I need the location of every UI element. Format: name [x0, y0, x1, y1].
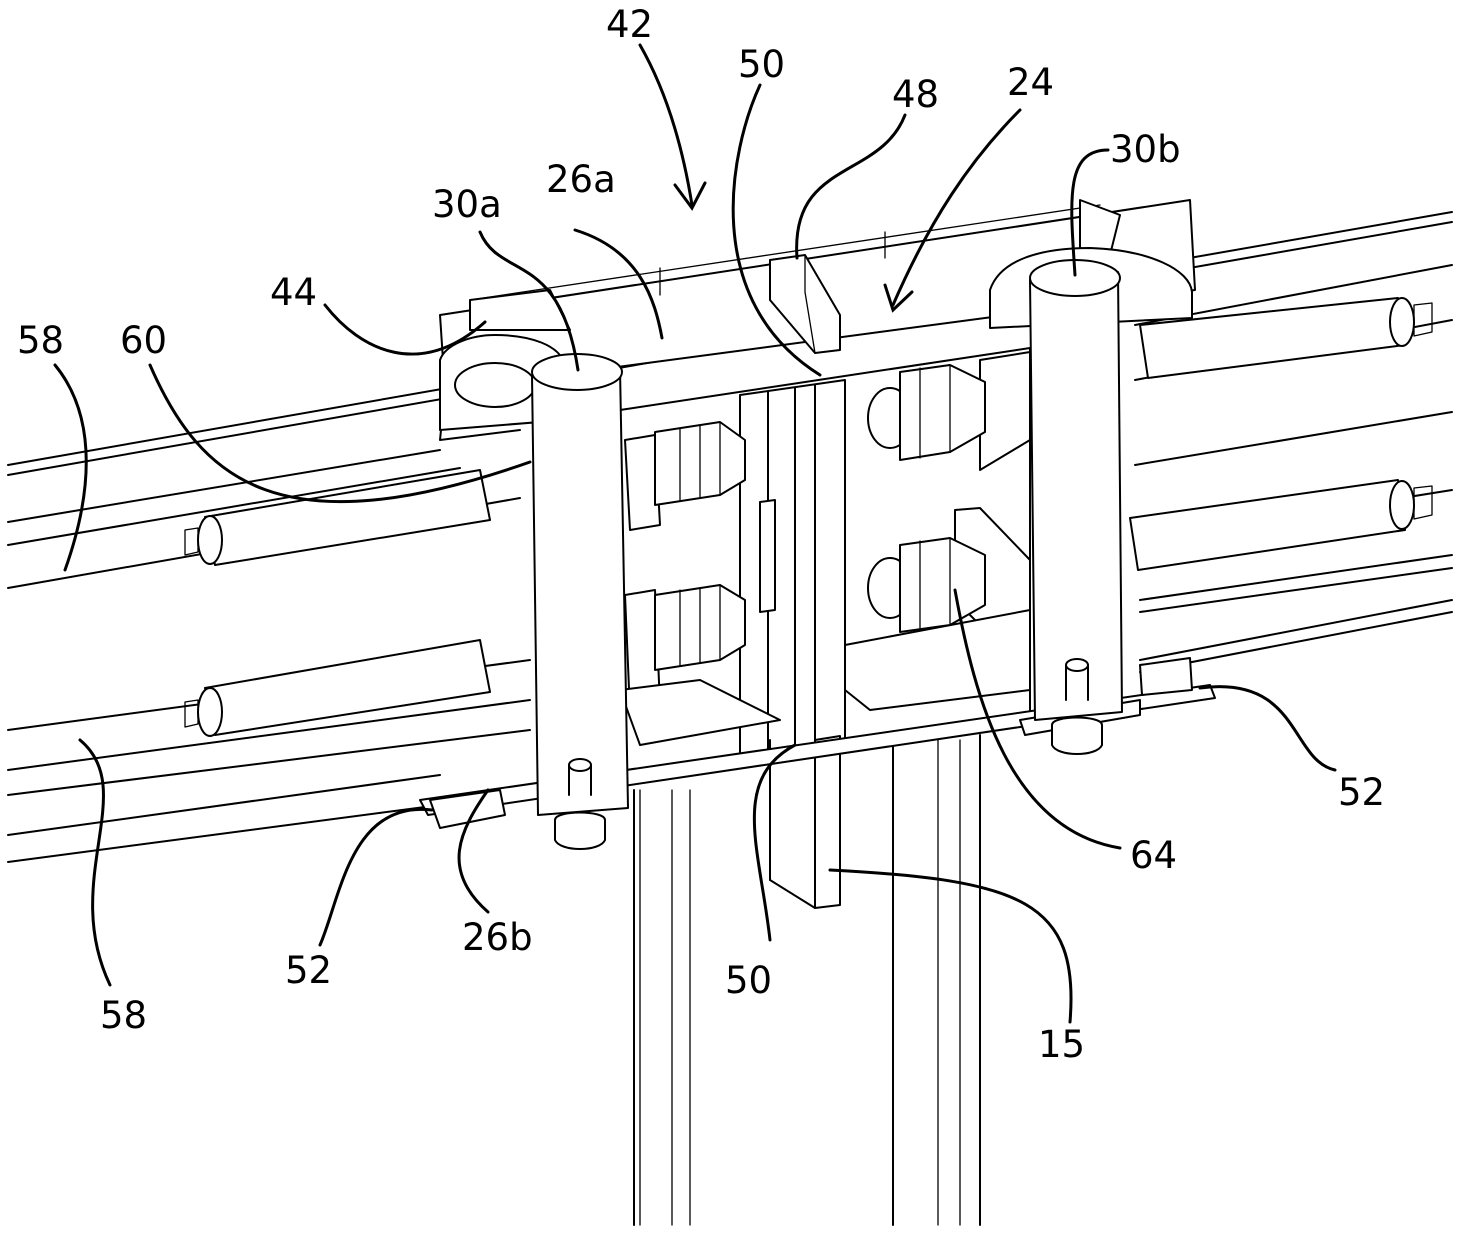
- block-48: [769, 254, 841, 354]
- arrow-42-head: [673, 181, 707, 211]
- leader-50-top: [731, 83, 822, 377]
- leader-30a: [478, 230, 580, 372]
- bolt-upper-left: [654, 421, 746, 506]
- label-44: 44: [270, 271, 317, 314]
- label-48: 48: [892, 73, 939, 116]
- leader-42: [638, 43, 694, 207]
- leader-15: [828, 868, 1073, 1024]
- label-50-bottom: 50: [725, 959, 772, 1002]
- leader-26a: [573, 228, 664, 340]
- roller-upper-right: [1139, 297, 1433, 379]
- leader-30b: [1070, 148, 1110, 277]
- label-52-right: 52: [1338, 771, 1385, 814]
- leader-64: [953, 588, 1122, 850]
- label-64: 64: [1130, 834, 1177, 877]
- leader-26b: [457, 788, 490, 914]
- label-58-top: 58: [17, 319, 64, 362]
- leader-lines: [53, 43, 1337, 1024]
- leader-50-bottom: [752, 743, 797, 942]
- label-26a: 26a: [546, 158, 616, 201]
- leader-48: [795, 113, 907, 260]
- roller-lower-left: [184, 639, 491, 737]
- bolt-lower-left: [654, 584, 746, 671]
- leader-52-right: [1198, 685, 1337, 772]
- label-24: 24: [1007, 61, 1054, 104]
- bracket-plates: [619, 351, 1031, 746]
- label-15: 15: [1038, 1023, 1085, 1066]
- roller-lower-right: [1129, 479, 1433, 571]
- label-30b: 30b: [1110, 128, 1181, 171]
- label-50-top: 50: [738, 43, 785, 86]
- leader-58-top: [53, 363, 88, 572]
- label-26b: 26b: [462, 916, 533, 959]
- leader-52-left: [318, 807, 434, 947]
- bolt-upper-right: [867, 364, 986, 461]
- reference-labels: 42 50 48 24 30b 26a 30a 44 58 60 52 64 5…: [17, 3, 1385, 1066]
- leader-58-bottom: [78, 738, 112, 987]
- label-52-left: 52: [285, 949, 332, 992]
- leader-44: [323, 303, 487, 356]
- label-60: 60: [120, 319, 167, 362]
- pin-30b: [1029, 259, 1123, 755]
- bolt-lower-right: [867, 537, 986, 633]
- label-30a: 30a: [432, 183, 502, 226]
- label-42: 42: [606, 3, 653, 46]
- pin-30a: [531, 353, 629, 850]
- vertical-post: [633, 734, 981, 1226]
- label-58-bottom: 58: [100, 994, 147, 1037]
- leader-60: [148, 363, 532, 504]
- arrow-24-head: [883, 283, 914, 313]
- leader-24: [891, 108, 1022, 307]
